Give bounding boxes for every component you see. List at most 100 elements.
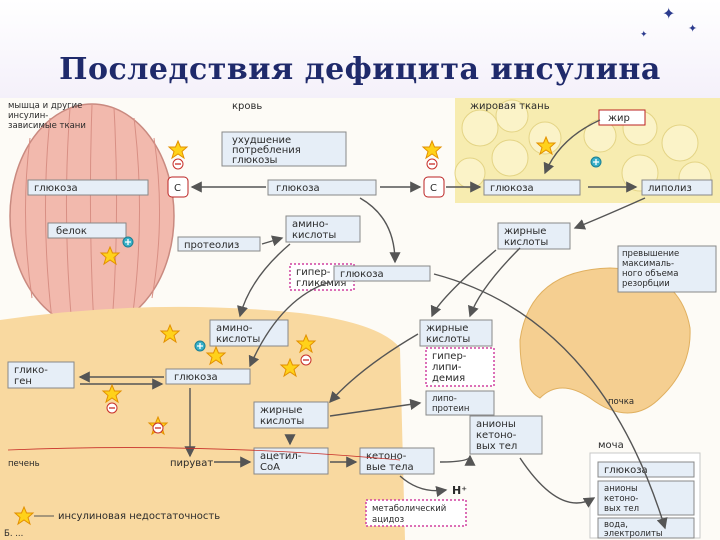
hyperlipidemia-box [425, 347, 495, 387]
title-band [0, 0, 720, 100]
hyperlipidemia-label: липи- [432, 362, 462, 373]
fatty-acids-center-label: кислоты [426, 334, 470, 345]
urine-anions-label: кетоно- [604, 494, 638, 504]
amino-acids-blood-label: кислоты [292, 230, 336, 241]
amino-acids-blood-box [285, 215, 361, 243]
kidney-region [519, 267, 691, 414]
hyperlipidemia-label: демия [432, 373, 465, 384]
amino-acids-liver-label: кислоты [216, 334, 260, 345]
glucose-liver-label: глюкоза [174, 372, 218, 383]
lipolysis-box [641, 179, 713, 196]
anions-ketone-label: кетоно- [476, 430, 517, 441]
glycogen-label: глико- [14, 365, 48, 376]
insulin-deficiency-diagram: мышца и другие инсулин- зависимые ткани … [0, 98, 720, 540]
proteolysis-label: протеолиз [184, 240, 239, 251]
hyperglycemia-label: гипер- [296, 267, 331, 278]
enzyme-minus-icon [426, 158, 438, 170]
resorption-exceeded-box [617, 245, 717, 293]
enzyme-minus-icon [106, 402, 118, 414]
acetyl-coa-label: CoA [260, 462, 280, 473]
urine-anions-label: вых тел [604, 504, 639, 514]
region-muscle-label: мышца и другие [8, 101, 82, 111]
lipoprotein-box [425, 390, 495, 416]
urine-water-label: вода, [604, 520, 628, 530]
svg-text:C: C [174, 183, 181, 194]
fatty-acids-liver-label: кислоты [260, 416, 304, 427]
diagram: мышца и другие инсулин- зависимые ткани … [0, 98, 720, 540]
fat-box [598, 109, 646, 126]
amino-acids-liver-box [209, 319, 289, 347]
anions-ketone-label: анионы [476, 419, 516, 430]
insulin-deficiency-star-icon [422, 140, 442, 159]
glucose-adipose-label: глюкоза [490, 183, 534, 194]
glucose-blood-box [267, 179, 377, 196]
region-muscle-label: зависимые ткани [8, 121, 86, 131]
legend-label: инсулиновая недостаточность [58, 511, 220, 522]
urine-glucose-label: глюкоза [604, 465, 648, 476]
impaired-uptake-label: потребления [232, 145, 301, 156]
liver-boundary-line [7, 447, 401, 461]
footer-text: Б. ... [4, 529, 23, 539]
pyruvate-label: пируват [170, 458, 213, 469]
impaired-uptake-box [221, 131, 347, 167]
urine-water-label: электролиты [604, 529, 663, 539]
region-muscle-label: инсулин- [8, 111, 48, 121]
enzyme-plus-icon [194, 340, 206, 352]
anions-ketone-box [469, 415, 543, 455]
protein-box [47, 222, 127, 239]
proton-label: H⁺ [452, 484, 467, 497]
region-blood-label: кровь [232, 101, 262, 112]
urine-anions-label: анионы [604, 484, 638, 494]
svg-text:C: C [430, 183, 437, 194]
ketone-bodies-label: вые тела [366, 462, 414, 473]
decorative-star-icon: ✦ [688, 22, 698, 35]
insulin-deficiency-star-icon [168, 140, 188, 159]
fatty-acids-center-label: жирные [426, 323, 468, 334]
region-kidney-label: почка [608, 397, 634, 407]
resorption-exceeded-label: максималь- [622, 259, 674, 269]
decorative-star-icon: ✦ [640, 30, 648, 40]
muscle-fibers [24, 104, 161, 329]
glucose-center-label: глюкоза [340, 269, 384, 280]
acetyl-coa-label: ацетил- [260, 451, 302, 462]
enzyme-minus-icon [152, 422, 164, 434]
transporter-c-icon: C [167, 176, 189, 198]
enzyme-minus-icon [172, 158, 184, 170]
amino-acids-liver-label: амино- [216, 323, 253, 334]
glucose-muscle-label: глюкоза [34, 183, 78, 194]
glucose-center-box [333, 265, 431, 282]
metabolic-acidosis-label: метаболический [372, 504, 446, 514]
ketone-bodies-box [359, 447, 435, 475]
region-liver-label: печень [8, 459, 40, 469]
slide-title: Последствия дефицита инсулина [59, 52, 661, 87]
resorption-exceeded-label: резорбции [622, 279, 670, 289]
enzyme-plus-icon [122, 236, 134, 248]
glucose-blood-label: глюкоза [276, 183, 320, 194]
anions-ketone-label: вых тел [476, 441, 517, 452]
hyperglycemia-label: гликемия [296, 278, 346, 289]
resorption-exceeded-label: превышение [622, 249, 679, 259]
resorption-exceeded-label: ного объема [622, 269, 678, 279]
glycogen-label: ген [14, 376, 32, 387]
amino-acids-blood-label: амино- [292, 219, 329, 230]
transporter-c-icon: C [423, 176, 445, 198]
decorative-star-icon: ✦ [662, 4, 676, 23]
glucose-liver-box [165, 368, 251, 385]
fatty-acids-blood-label: кислоты [504, 237, 548, 248]
protein-label: белок [56, 226, 87, 237]
glycogen-box [7, 361, 75, 389]
fatty-acids-liver-label: жирные [260, 405, 302, 416]
fatty-acids-liver-box [253, 401, 329, 429]
hyperlipidemia-label: гипер- [432, 351, 467, 362]
fat-cells [454, 99, 712, 195]
fatty-acids-blood-box [497, 222, 571, 250]
glucose-adipose-box [483, 179, 581, 196]
urine-water-box [597, 517, 695, 539]
impaired-uptake-label: глюкозы [232, 155, 277, 166]
region-urine-label: моча [598, 440, 624, 451]
enzyme-plus-icon [590, 156, 602, 168]
fat-label: жир [608, 113, 630, 124]
ketone-bodies-label: кетоно- [366, 451, 407, 462]
impaired-uptake-label: ухудшение [232, 135, 291, 146]
